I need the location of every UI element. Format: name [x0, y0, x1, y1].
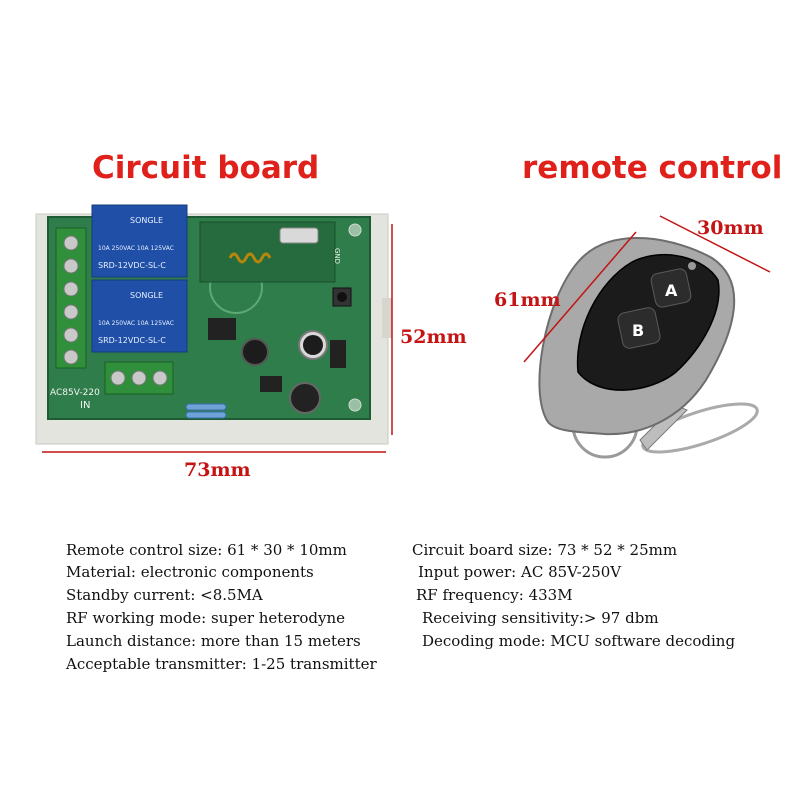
terminal-block-bottom: [104, 361, 174, 395]
gnd-label: GND: [333, 248, 341, 264]
spec-standby-current: Standby current: <8.5MA: [66, 586, 263, 604]
relay-model-label: SRD-12VDC-SL-C: [98, 261, 166, 270]
spec-board-size: Circuit board size: 73 * 52 * 25mm: [412, 541, 678, 559]
board-height-label: 52mm: [400, 326, 467, 348]
spec-input-power: Input power: AC 85V-250V: [418, 563, 622, 581]
relay-model-label: SRD-12VDC-SL-C: [98, 336, 166, 345]
input-label: IN: [80, 400, 90, 411]
button-a-label: A: [665, 281, 678, 300]
spec-rf-frequency: RF frequency: 433M: [416, 586, 573, 604]
spec-launch-distance: Launch distance: more than 15 meters: [66, 632, 361, 650]
board-width-label: 73mm: [184, 459, 251, 481]
length-dimension-line: [523, 231, 637, 363]
remote-control-image: A B: [538, 236, 759, 459]
relay-rating-label: 10A 250VAC 10A 125VAC: [98, 245, 174, 252]
spec-remote-size: Remote control size: 61 * 30 * 10mm: [66, 541, 347, 559]
spec-material: Material: electronic components: [66, 563, 314, 581]
relay-bottom: SONGLE 10A 250VAC 10A 125VAC SRD-12VDC-S…: [91, 279, 188, 353]
circuit-board-title: Circuit board: [92, 150, 320, 186]
rf-module: GND: [199, 221, 341, 283]
relay-brand-label: SONGLE: [130, 291, 163, 300]
remote-width-label: 30mm: [697, 217, 764, 239]
terminal-block-left: [55, 227, 87, 369]
circuit-board-image: SONGLE 10A 250VAC 10A 125VAC SRD-12VDC-S…: [35, 204, 392, 445]
button-b-label: B: [632, 321, 644, 340]
spec-decoding-mode: Decoding mode: MCU software decoding: [422, 632, 736, 650]
voltage-label: AC85V-220: [50, 388, 100, 398]
spec-rf-mode: RF working mode: super heterodyne: [66, 609, 346, 627]
button-b[interactable]: B: [617, 306, 662, 349]
relay-brand-label: SONGLE: [130, 216, 163, 225]
remote-width-dimension-line: [659, 215, 771, 273]
spec-acceptable-transmitter: Acceptable transmitter: 1-25 transmitter: [66, 655, 377, 673]
remote-control-title: remote control: [522, 150, 783, 186]
remote-length-label: 61mm: [494, 289, 561, 311]
button-a[interactable]: A: [650, 268, 692, 309]
relay-rating-label: 10A 250VAC 10A 125VAC: [98, 320, 174, 327]
spec-receiving-sensitivity: Receiving sensitivity:> 97 dbm: [422, 609, 659, 627]
relay-top: SONGLE 10A 250VAC 10A 125VAC SRD-12VDC-S…: [91, 204, 188, 278]
